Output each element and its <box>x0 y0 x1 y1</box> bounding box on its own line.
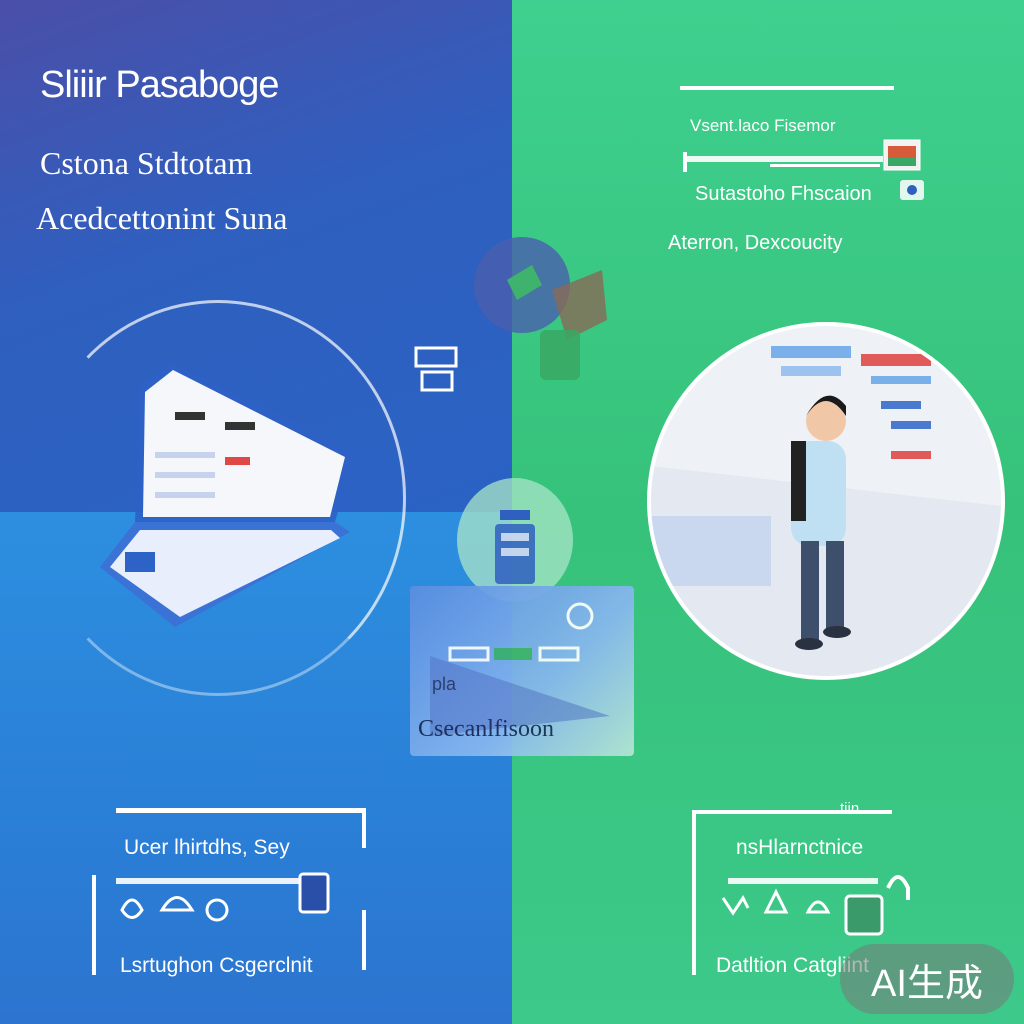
orbit-ring <box>30 300 406 696</box>
progress-line <box>683 156 883 162</box>
left-heading-2: Cstona Stdtotam <box>40 145 253 181</box>
right-label-1: Vsent.laco Fisemor <box>690 116 836 135</box>
left-progress-bar <box>116 878 316 884</box>
right-progress-bar <box>728 878 878 884</box>
left-box-left <box>92 875 96 975</box>
right-box-left <box>692 810 696 975</box>
right-bottom-caption: Datltion Catgliint <box>716 954 869 977</box>
laptop-illustration <box>100 362 355 627</box>
person-circle <box>647 322 1005 680</box>
left-heading-1: Sliiir Pasaboge <box>40 64 279 106</box>
person-illustration <box>651 346 1001 676</box>
device-icon <box>883 139 924 200</box>
right-bottom-title: nsHlarnctnice <box>736 836 864 859</box>
bracket-left <box>683 152 687 172</box>
cloud-icon-cluster <box>474 237 607 380</box>
screen-text-1: pla <box>432 674 457 694</box>
right-icon-row <box>721 875 910 936</box>
battery-icon <box>457 478 573 602</box>
center-screen-panel: pla Csecanlfisoon <box>410 586 634 756</box>
top-right-divider <box>680 86 894 90</box>
left-box-right-top <box>362 808 366 848</box>
right-label-3: Aterron, Dexcoucity <box>668 232 843 254</box>
window-icon <box>414 346 458 392</box>
left-bottom-caption: Lsrtughon Csgerclnit <box>120 954 313 977</box>
progress-line-2 <box>770 164 880 167</box>
right-bottom-kicker: tiin <box>840 800 860 817</box>
left-icon-row <box>120 872 330 922</box>
screen-text-2: Csecanlfisoon <box>418 716 554 742</box>
left-heading-3: Acedcettonint Suna <box>36 200 288 236</box>
right-box-top <box>692 810 892 814</box>
left-box-top <box>116 808 366 813</box>
ai-generated-badge: AI生成 <box>840 944 1014 1014</box>
right-label-2: Sutastoho Fhscaion <box>695 183 872 205</box>
screen-graphic <box>430 602 610 736</box>
left-bottom-title: Ucer lhirtdhs, Sey <box>124 836 290 859</box>
left-box-right-bottom <box>362 910 366 970</box>
